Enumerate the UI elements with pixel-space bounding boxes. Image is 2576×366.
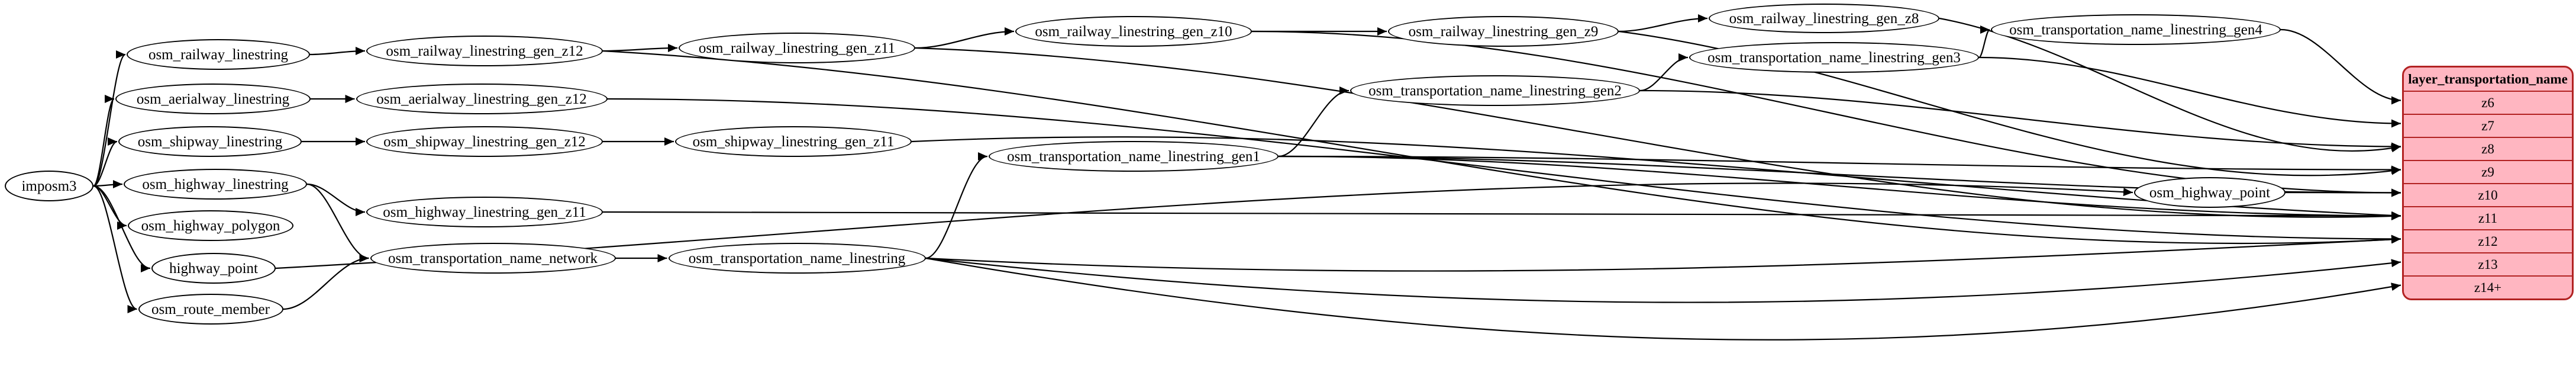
edge-osm-route-member-to-osm-transportation-name-network xyxy=(283,254,369,310)
layer-row-z11: z11 xyxy=(2404,206,2572,229)
edge-osm-transportation-name-linestring-gen4-to-z6 xyxy=(2280,28,2401,105)
edge-osm-transportation-name-linestring-gen2-to-osm-transportation-name-linestring-gen3 xyxy=(1639,53,1689,92)
edge-osm-transportation-name-linestring-gen1-to-z9 xyxy=(1278,155,2401,174)
edge-osm-highway-point-to-z10 xyxy=(2285,188,2401,197)
layer-row-z13: z13 xyxy=(2404,252,2572,275)
edge-osm-highway-linestring-to-osm-highway-linestring-gen-z11 xyxy=(306,183,366,216)
node-osm-shipway-linestring-gen-z12: osm_shipway_linestring_gen_z12 xyxy=(366,126,603,157)
layer-table-title: layer_transportation_name xyxy=(2408,71,2568,86)
layer-row-z12: z12 xyxy=(2404,229,2572,252)
edge-osm-highway-linestring-to-osm-transportation-name-network xyxy=(306,183,369,262)
node-osm-aerialway-linestring: osm_aerialway_linestring xyxy=(115,84,311,114)
edge-imposm3-to-osm-shipway-linestring xyxy=(93,137,118,187)
edge-osm-transportation-name-linestring-gen3-to-z7 xyxy=(1978,56,2401,128)
node-osm-railway-linestring-gen-z11: osm_railway_linestring_gen_z11 xyxy=(679,33,915,63)
edge-osm-transportation-name-linestring-gen3-to-osm-transportation-name-linestring-gen4 xyxy=(1978,25,1991,59)
edge-imposm3-to-osm-railway-linestring xyxy=(93,50,126,187)
edge-osm-transportation-name-linestring-gen2-to-z8 xyxy=(1639,89,2401,151)
edge-imposm3-to-osm-route-member xyxy=(93,185,137,313)
edge-osm-railway-linestring-gen-z12-to-z12 xyxy=(602,50,2401,245)
node-osm-transportation-name-linestring-gen4: osm_transportation_name_linestring_gen4 xyxy=(1991,14,2281,45)
layer-row-z9: z9 xyxy=(2404,160,2572,183)
edge-osm-railway-linestring-to-osm-railway-linestring-gen-z12 xyxy=(309,47,366,56)
edge-osm-transportation-name-linestring-to-z12 xyxy=(925,235,2401,272)
layer-row-z14-plus: z14+ xyxy=(2404,275,2572,298)
node-osm-transportation-name-linestring-gen3: osm_transportation_name_linestring_gen3 xyxy=(1689,42,1979,73)
node-osm-railway-linestring: osm_railway_linestring xyxy=(127,39,310,70)
edge-imposm3-to-osm-highway-linestring xyxy=(93,180,123,189)
edge-osm-transportation-name-linestring-to-z14-plus xyxy=(925,257,2401,341)
edge-osm-transportation-name-linestring-gen1-to-z11 xyxy=(1278,155,2401,220)
node-osm-railway-linestring-gen-z12: osm_railway_linestring_gen_z12 xyxy=(366,36,603,66)
edge-osm-railway-linestring-gen-z11-to-z11 xyxy=(915,47,2401,221)
node-osm-highway-linestring-gen-z11: osm_highway_linestring_gen_z11 xyxy=(366,197,603,227)
node-osm-aerialway-linestring-gen-z12: osm_aerialway_linestring_gen_z12 xyxy=(356,84,608,114)
node-osm-transportation-name-linestring-gen2: osm_transportation_name_linestring_gen2 xyxy=(1350,75,1640,106)
edge-osm-transportation-name-linestring-gen1-to-osm-transportation-name-linestring-gen2 xyxy=(1278,86,1350,158)
edge-osm-highway-linestring-gen-z11-to-z11 xyxy=(602,211,2401,220)
node-osm-highway-linestring: osm_highway_linestring xyxy=(124,169,307,200)
node-osm-railway-linestring-gen-z9: osm_railway_linestring_gen_z9 xyxy=(1388,16,1619,47)
layer-row-z8: z8 xyxy=(2404,137,2572,160)
layer-row-z10: z10 xyxy=(2404,183,2572,206)
edge-imposm3-to-highway-point xyxy=(93,185,151,272)
edge-imposm3-to-osm-aerialway-linestring xyxy=(92,95,115,187)
edge-osm-transportation-name-linestring-to-osm-transportation-name-linestring-gen1 xyxy=(925,152,988,259)
node-highway-point: highway_point xyxy=(151,253,276,284)
node-osm-route-member: osm_route_member xyxy=(138,294,283,325)
edge-osm-railway-linestring-gen-z11-to-osm-railway-linestring-gen-z10 xyxy=(915,27,1015,49)
layer-row-z6: z6 xyxy=(2404,91,2572,114)
node-osm-railway-linestring-gen-z10: osm_railway_linestring_gen_z10 xyxy=(1015,16,1252,47)
edge-osm-aerialway-linestring-gen-z12-to-z12 xyxy=(607,98,2401,243)
node-osm-highway-point: osm_highway_point xyxy=(2134,177,2286,208)
node-osm-shipway-linestring-gen-z11: osm_shipway_linestring_gen_z11 xyxy=(675,126,912,157)
edge-osm-transportation-name-linestring-to-z13 xyxy=(925,257,2401,303)
node-osm-transportation-name-linestring-gen1: osm_transportation_name_linestring_gen1 xyxy=(989,141,1279,172)
layer-row-z7: z7 xyxy=(2404,114,2572,137)
node-osm-railway-linestring-gen-z8: osm_railway_linestring_gen_z8 xyxy=(1709,4,1939,33)
node-osm-shipway-linestring: osm_shipway_linestring xyxy=(118,126,302,157)
node-osm-transportation-name-network: osm_transportation_name_network xyxy=(370,243,616,274)
edge-osm-railway-linestring-gen-z9-to-osm-railway-linestring-gen-z8 xyxy=(1618,14,1708,33)
edge-osm-railway-linestring-gen-z12-to-osm-railway-linestring-gen-z11 xyxy=(602,44,678,53)
node-imposm3: imposm3 xyxy=(5,171,93,201)
node-osm-transportation-name-linestring: osm_transportation_name_linestring xyxy=(668,243,926,274)
edge-imposm3-to-osm-highway-polygon xyxy=(93,185,127,230)
node-osm-highway-polygon: osm_highway_polygon xyxy=(128,210,293,241)
